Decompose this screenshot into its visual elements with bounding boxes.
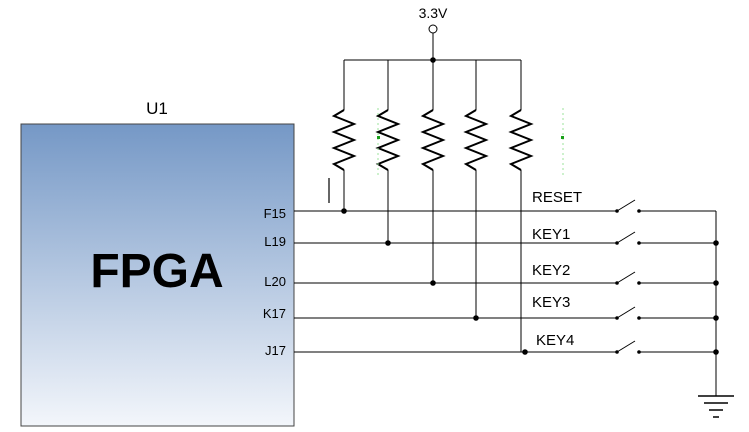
switch-key4-icon: [615, 340, 716, 354]
key-label: KEY2: [532, 262, 570, 279]
supply-label: 3.3V: [419, 5, 448, 21]
junction-dot: [713, 240, 719, 246]
junction-dot: [430, 280, 436, 286]
pin-label: L19: [264, 234, 286, 249]
junction-dot: [713, 280, 719, 286]
resistor-r4: [463, 60, 489, 318]
junction-dot: [522, 349, 528, 355]
vcc-terminal-icon: [428, 24, 438, 60]
pin-label: K17: [263, 306, 286, 321]
switch-key2-icon: [615, 271, 716, 285]
key-label: KEY1: [532, 226, 570, 243]
fpga-chip: [20, 123, 295, 427]
chip-ref-label: U1: [146, 99, 168, 118]
switch-reset-icon: [615, 199, 716, 213]
pin-label: F15: [264, 206, 286, 221]
junction-dot: [341, 208, 347, 214]
junction-dot: [385, 240, 391, 246]
junction-dot: [473, 315, 479, 321]
key-label: RESET: [532, 189, 582, 206]
junction-dot: [713, 315, 719, 321]
chip-name-label: FPGA: [90, 245, 223, 298]
switch-key3-icon: [615, 306, 716, 320]
junction-dot: [430, 57, 436, 63]
ground-icon: [698, 395, 734, 418]
switch-key1-icon: [615, 231, 716, 245]
pin-label: L20: [264, 274, 286, 289]
resistor-r5: [508, 60, 534, 352]
junction-dot: [713, 349, 719, 355]
resistor-r3: [420, 60, 446, 283]
resistor-r1: [331, 60, 357, 211]
key-label: KEY4: [536, 332, 574, 349]
key-label: KEY3: [532, 294, 570, 311]
pin-label: J17: [265, 343, 286, 358]
resistor-r2: [375, 60, 401, 243]
